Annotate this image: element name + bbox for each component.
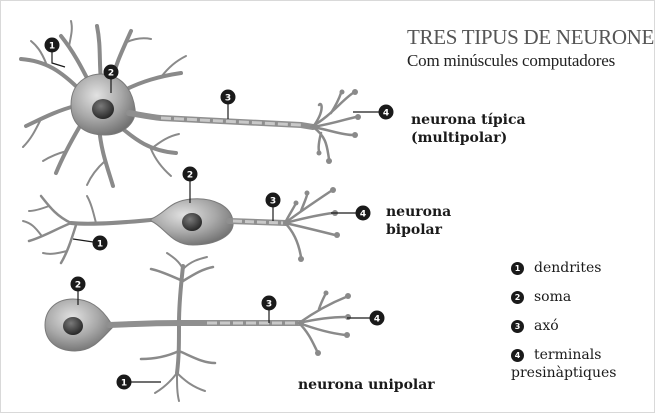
svg-text:2: 2: [75, 281, 81, 291]
svg-text:3: 3: [270, 197, 276, 207]
callout-badge: 2: [103, 64, 119, 80]
svg-text:3: 3: [225, 94, 231, 104]
label-unipolar: neurona unipolar: [298, 377, 435, 393]
unipolar-process: [106, 320, 184, 328]
bipolar-boutons: [293, 187, 340, 262]
callout-badge: 1: [92, 235, 108, 251]
multipolar-neuron: [19, 20, 361, 188]
svg-text:1: 1: [49, 42, 55, 52]
legend-badge: 3: [511, 320, 524, 333]
multipolar-boutons: [316, 89, 361, 164]
unipolar-axon-terminals: [297, 293, 348, 353]
unipolar-boutons: [315, 290, 351, 356]
legend-badge: 4: [511, 349, 524, 362]
label-bipolar-line2: bipolar: [386, 222, 442, 238]
bipolar-dendrites: [22, 194, 163, 265]
svg-text:3: 3: [266, 300, 272, 310]
callout-badge: 1: [44, 37, 60, 53]
unipolar-dendrites: [139, 252, 217, 402]
multipolar-myelin: [160, 116, 302, 127]
callout-badge: 1: [116, 374, 132, 390]
multipolar-nucleus: [92, 99, 114, 119]
callout-badges: 1 2 3 4 2 3 4 1 2 3 4 1: [44, 37, 394, 390]
legend-label: presinàptiques: [511, 365, 617, 381]
bipolar-neuron: [22, 187, 340, 265]
legend-label: soma: [534, 289, 572, 305]
legend-label: axó: [534, 318, 559, 334]
callout-badge: 4: [378, 104, 394, 120]
legend-badge: 1: [511, 262, 524, 275]
callout-badge: 4: [369, 310, 385, 326]
callout-badge: 4: [355, 205, 371, 221]
label-multipolar-line2: (multipolar): [411, 130, 508, 146]
diagram-subtitle: Com minúscules computadores: [407, 51, 616, 70]
svg-text:1: 1: [121, 379, 127, 389]
bipolar-nucleus: [182, 213, 202, 231]
svg-text:4: 4: [383, 109, 389, 119]
diagram-title: TRES TIPUS DE NEURONES: [407, 25, 655, 49]
legend-badge: 2: [511, 291, 524, 304]
callout-badge: 3: [265, 192, 281, 208]
svg-text:1: 1: [97, 240, 103, 250]
label-multipolar-line1: neurona típica: [411, 112, 526, 128]
svg-text:4: 4: [360, 210, 366, 220]
callout-badge: 2: [70, 276, 86, 292]
svg-text:2: 2: [187, 171, 193, 181]
multipolar-axon-terminals: [309, 91, 358, 161]
bipolar-axon-terminals: [283, 189, 337, 259]
callout-badge: 2: [182, 166, 198, 182]
legend-label: dendrites: [534, 260, 602, 276]
legend-label: terminals: [534, 347, 602, 363]
bipolar-myelin: [232, 219, 284, 225]
svg-text:4: 4: [374, 315, 380, 325]
unipolar-nucleus: [63, 317, 83, 335]
unipolar-neuron: [44, 252, 351, 402]
callout-badge: 3: [261, 295, 277, 311]
callout-badge: 3: [220, 89, 236, 105]
svg-text:2: 2: [108, 69, 114, 79]
label-bipolar-line1: neurona: [386, 204, 452, 220]
